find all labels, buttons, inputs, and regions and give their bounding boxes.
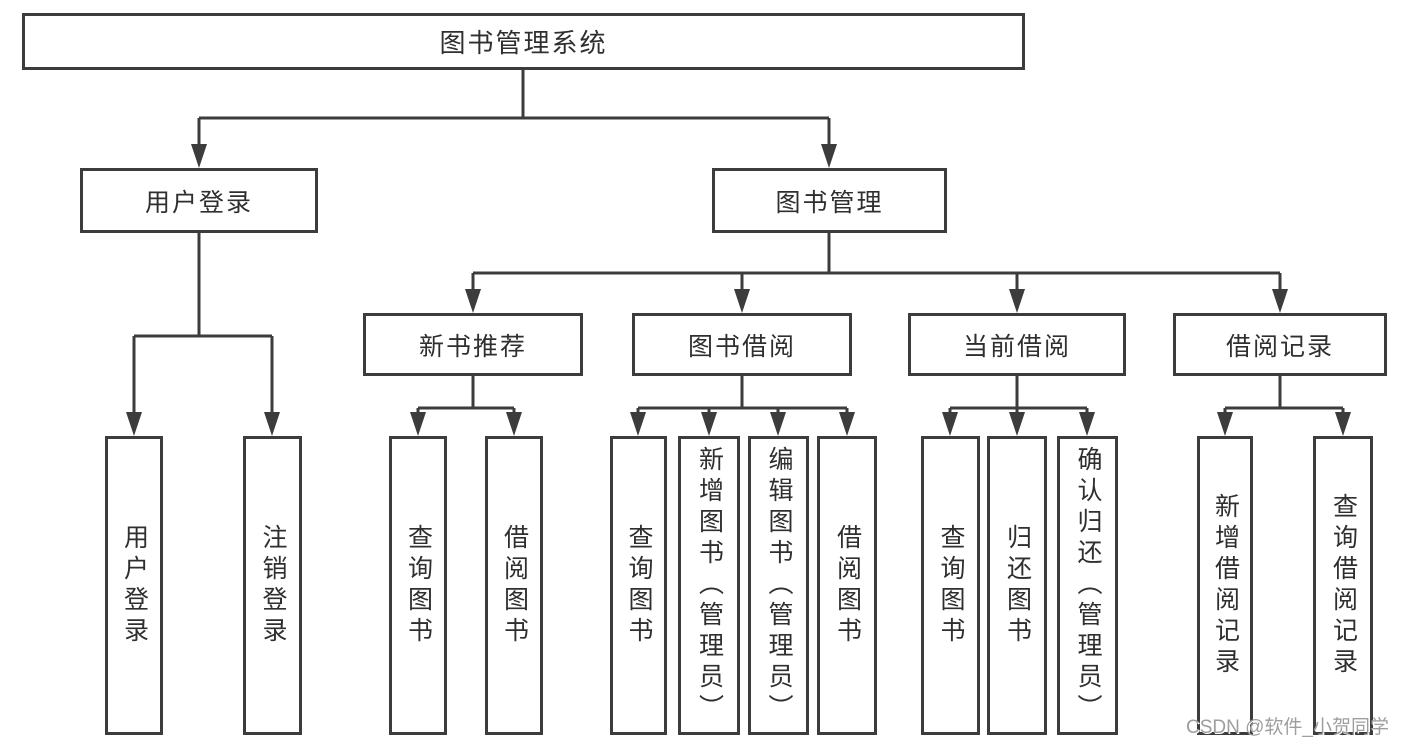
leaf-label: 借阅图书: [500, 523, 529, 648]
node-current-borrowing: 当前借阅: [908, 313, 1126, 376]
leaf-label: 确认归还（管理员）: [1074, 446, 1102, 725]
leaf-label: 编辑图书（管理员）: [765, 446, 793, 725]
leaf-add-book-admin: 新增图书（管理员）: [678, 436, 740, 735]
leaf-borrowing-borrow-books: 借阅图书: [817, 436, 877, 735]
leaf-borrowing-query-books: 查询图书: [610, 436, 667, 735]
leaf-label: 注销登录: [259, 523, 287, 648]
leaf-add-borrow-record: 新增借阅记录: [1197, 436, 1253, 735]
leaf-label: 查询借阅记录: [1329, 492, 1358, 679]
leaf-query-borrow-record: 查询借阅记录: [1313, 436, 1373, 735]
leaf-current-query-books: 查询图书: [921, 436, 980, 735]
leaf-label: 查询图书: [404, 523, 433, 648]
leaf-confirm-return-admin: 确认归还（管理员）: [1057, 436, 1118, 735]
leaf-recommend-borrow-books: 借阅图书: [485, 436, 543, 735]
leaf-recommend-query-books: 查询图书: [389, 436, 447, 735]
leaf-label: 新增借阅记录: [1211, 492, 1240, 679]
node-library-management-system: 图书管理系统: [22, 13, 1025, 70]
leaf-label: 新增图书（管理员）: [695, 446, 724, 725]
leaf-label: 查询图书: [625, 523, 653, 648]
leaf-logout: 注销登录: [243, 436, 302, 735]
leaf-edit-book-admin: 编辑图书（管理员）: [748, 436, 809, 735]
node-borrowing-records: 借阅记录: [1173, 313, 1387, 376]
node-book-borrowing: 图书借阅: [632, 313, 852, 376]
node-user-login: 用户登录: [80, 168, 318, 233]
leaf-label: 用户登录: [120, 523, 149, 648]
leaf-label: 归还图书: [1003, 523, 1032, 648]
leaf-user-login: 用户登录: [105, 436, 163, 735]
leaf-label: 查询图书: [937, 523, 965, 648]
node-new-book-recommend: 新书推荐: [363, 313, 583, 376]
leaf-label: 借阅图书: [833, 523, 862, 648]
leaf-return-books: 归还图书: [987, 436, 1047, 735]
node-book-management: 图书管理: [712, 168, 947, 233]
